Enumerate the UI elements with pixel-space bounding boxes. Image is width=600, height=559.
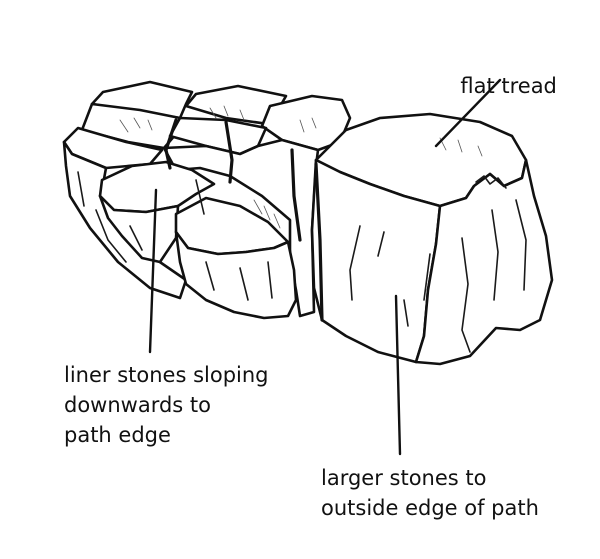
liner-stones-label-line-3: path edge bbox=[64, 423, 171, 447]
flat-tread-label: flat tread bbox=[447, 41, 557, 101]
larger-stones-label-line-1: larger stones to bbox=[321, 466, 486, 490]
larger-stones-label-line-2: outside edge of path bbox=[321, 496, 539, 520]
liner-stones-label-line-2: downwards to bbox=[64, 393, 211, 417]
lower-liner-stone bbox=[176, 198, 288, 254]
liner-stones-label-line-1: liner stones sloping bbox=[64, 363, 269, 387]
flat-tread-label-text: flat tread bbox=[460, 74, 557, 98]
liner-stones-label: liner stones sloping downwards to path e… bbox=[64, 360, 269, 450]
larger-stones-label: larger stones to outside edge of path bbox=[321, 463, 539, 523]
